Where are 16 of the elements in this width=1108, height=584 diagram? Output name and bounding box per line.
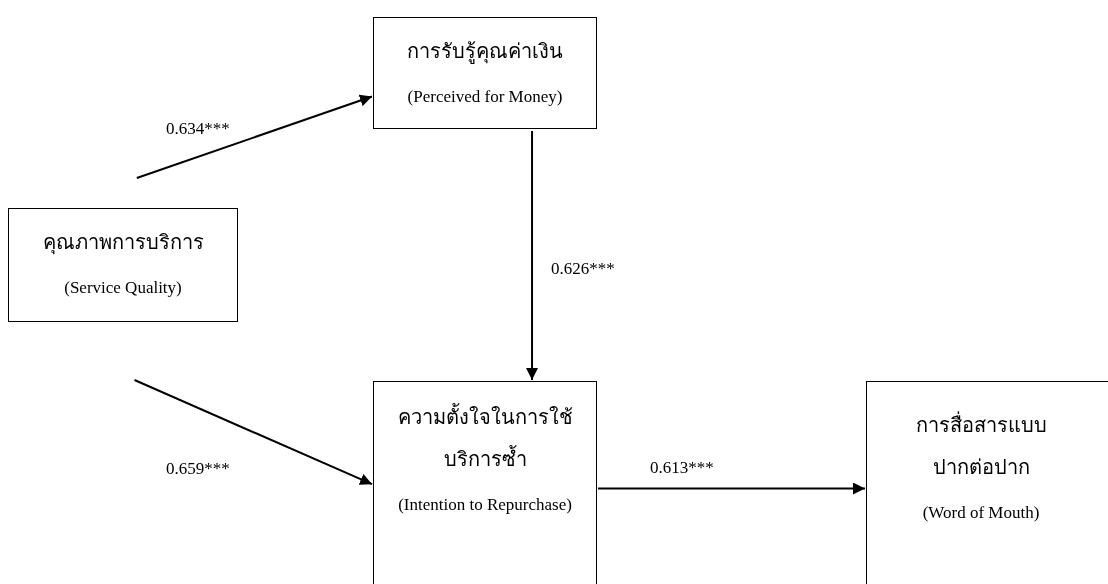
concept-box bbox=[373, 17, 597, 129]
thai-label: การรับรู้คุณค่าเงิน bbox=[407, 39, 563, 66]
english-label: (Service Quality) bbox=[64, 277, 182, 299]
thai-label: คุณภาพการบริการ bbox=[42, 230, 204, 257]
thai-label: การสื่อสารแบบปากต่อปาก bbox=[907, 404, 1055, 488]
english-label: (Perceived for Money) bbox=[407, 86, 563, 108]
concept-box bbox=[373, 381, 597, 584]
arrow bbox=[526, 130, 539, 381]
arrow bbox=[135, 94, 373, 179]
english-label: (Intention to Repurchase) bbox=[398, 494, 572, 516]
concept-box bbox=[866, 381, 1108, 584]
concept-box bbox=[8, 208, 238, 322]
arrow bbox=[133, 379, 373, 486]
arrow bbox=[597, 482, 866, 495]
english-label: (Word of Mouth) bbox=[922, 502, 1040, 524]
thai-label: ความตั้งใจในการใช้บริการซ้ำ bbox=[384, 396, 586, 480]
